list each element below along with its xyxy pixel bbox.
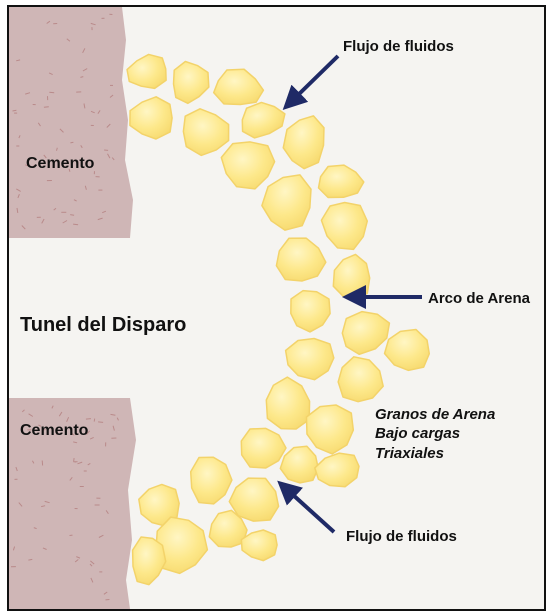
- grains-label-line-3: Triaxiales: [375, 445, 444, 462]
- cement-fleck: [86, 419, 91, 420]
- cement-fleck: [28, 559, 32, 560]
- flow-label-bottom: Flujo de fluidos: [346, 528, 457, 545]
- cement-fleck: [70, 215, 74, 216]
- cement-fleck: [44, 107, 49, 108]
- cement-fleck: [49, 92, 54, 93]
- cement-label-bottom: Cemento: [20, 422, 89, 439]
- cement-fleck: [94, 419, 95, 422]
- cement-fleck: [73, 224, 78, 225]
- grains-label-line-2: Bajo cargas: [375, 425, 460, 442]
- cement-block-top: [9, 7, 133, 238]
- cement-fleck: [98, 422, 103, 423]
- flow-label-top: Flujo de fluidos: [343, 38, 454, 55]
- tunnel-label: Tunel del Disparo: [20, 314, 186, 336]
- cement-fleck: [70, 142, 73, 143]
- sand-arch-label: Arco de Arena: [428, 290, 531, 307]
- cement-label-top: Cemento: [26, 155, 95, 172]
- grains-label-line-1: Granos de Arena: [375, 406, 495, 423]
- cement-fleck: [13, 110, 17, 111]
